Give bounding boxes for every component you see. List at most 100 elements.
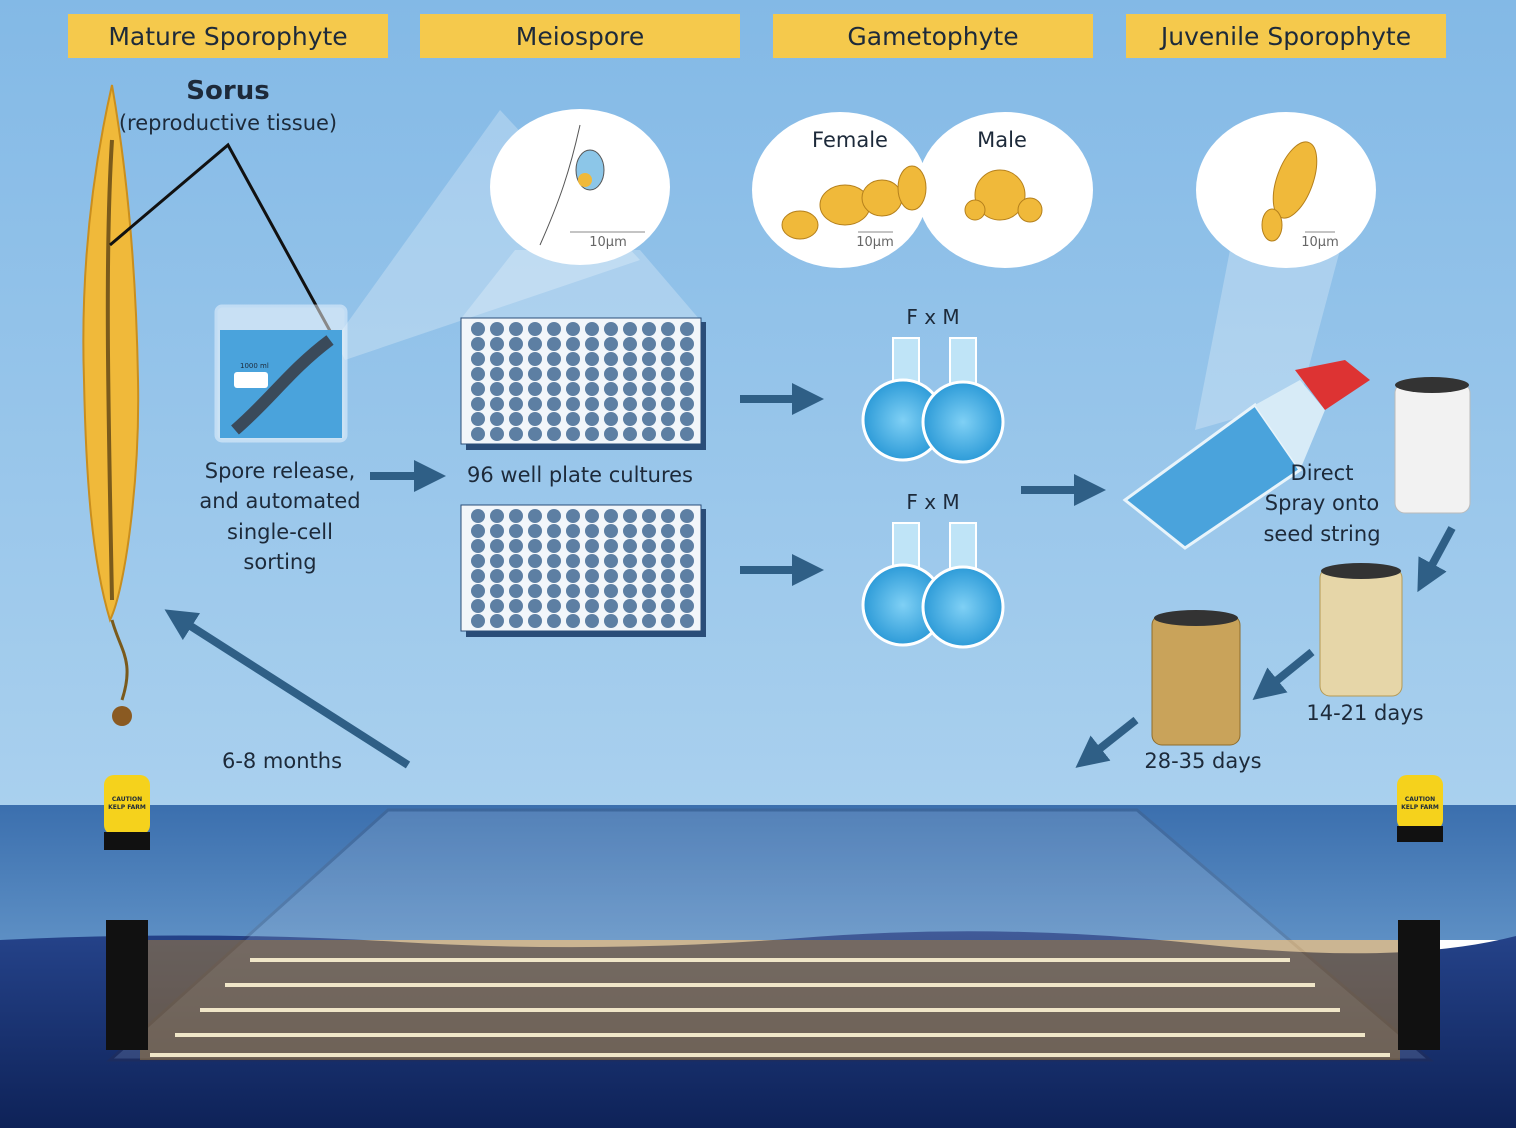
well [471, 412, 485, 426]
well [661, 412, 675, 426]
well [642, 569, 656, 583]
well [585, 569, 599, 583]
well [642, 427, 656, 441]
arrow [164, 609, 411, 769]
well [661, 599, 675, 613]
well [623, 509, 637, 523]
well-plates [460, 317, 706, 637]
well [509, 322, 523, 336]
well [471, 554, 485, 568]
well [642, 367, 656, 381]
well [471, 397, 485, 411]
well [528, 427, 542, 441]
male-label: Male [977, 128, 1027, 152]
cross-label: F x M [906, 305, 959, 329]
well [585, 397, 599, 411]
scale-bar-label: 10µm [589, 235, 626, 250]
mature-kelp-illustration [82, 84, 140, 726]
well [604, 539, 618, 553]
stage-label: Mature Sporophyte [108, 22, 347, 51]
well [547, 569, 561, 583]
well [566, 539, 580, 553]
well [604, 509, 618, 523]
arrow [1075, 716, 1139, 768]
well [566, 427, 580, 441]
spray-bottle-icon [1122, 360, 1370, 550]
well [661, 397, 675, 411]
well [604, 337, 618, 351]
well [471, 337, 485, 351]
well [604, 584, 618, 598]
well [528, 352, 542, 366]
well [642, 412, 656, 426]
well [490, 382, 504, 396]
well [585, 539, 599, 553]
spore-release-line: Spore release, [205, 459, 356, 483]
seed-string-spool [1394, 377, 1471, 514]
well [509, 367, 523, 381]
well [566, 412, 580, 426]
well [547, 539, 561, 553]
well [661, 382, 675, 396]
well [490, 352, 504, 366]
well [642, 539, 656, 553]
well [566, 554, 580, 568]
female-label: Female [812, 128, 888, 152]
well [509, 397, 523, 411]
well [680, 352, 694, 366]
meiospore-bubble: 10µm [460, 109, 700, 320]
well [623, 554, 637, 568]
well [604, 427, 618, 441]
well [623, 367, 637, 381]
well [509, 569, 523, 583]
well [490, 509, 504, 523]
well [661, 614, 675, 628]
spore-release-line: single-cell [227, 520, 333, 544]
flask-pair-top: F x M [861, 305, 1005, 464]
well [509, 337, 523, 351]
stage-header-mature-sporophyte: Mature Sporophyte [68, 14, 388, 58]
well [547, 554, 561, 568]
buoy-label: KELP FARM [1401, 804, 1439, 811]
well [642, 599, 656, 613]
well [566, 509, 580, 523]
well [680, 539, 694, 553]
well [680, 322, 694, 336]
well [471, 599, 485, 613]
well [642, 509, 656, 523]
well [604, 524, 618, 538]
well [509, 554, 523, 568]
well [604, 352, 618, 366]
well [661, 337, 675, 351]
well [585, 554, 599, 568]
well [680, 569, 694, 583]
well [604, 382, 618, 396]
well [585, 322, 599, 336]
stage-label: Juvenile Sporophyte [1159, 22, 1411, 51]
well [585, 337, 599, 351]
well [528, 539, 542, 553]
buoy-label: CAUTION [112, 796, 142, 803]
well [490, 569, 504, 583]
well [490, 367, 504, 381]
well [680, 337, 694, 351]
well [528, 509, 542, 523]
well [490, 584, 504, 598]
well [566, 397, 580, 411]
well [585, 584, 599, 598]
well [547, 614, 561, 628]
well [566, 569, 580, 583]
well [528, 524, 542, 538]
well [528, 382, 542, 396]
well [661, 539, 675, 553]
cross-label: F x M [906, 490, 959, 514]
well [661, 367, 675, 381]
well [604, 614, 618, 628]
well [471, 539, 485, 553]
well [623, 569, 637, 583]
scale-bar-label: 10µm [856, 235, 893, 250]
flask-pair-bottom: F x M [861, 490, 1005, 649]
well [680, 599, 694, 613]
seeded-spool-28-35-days [1151, 610, 1241, 746]
stage-label: Meiospore [516, 22, 645, 51]
